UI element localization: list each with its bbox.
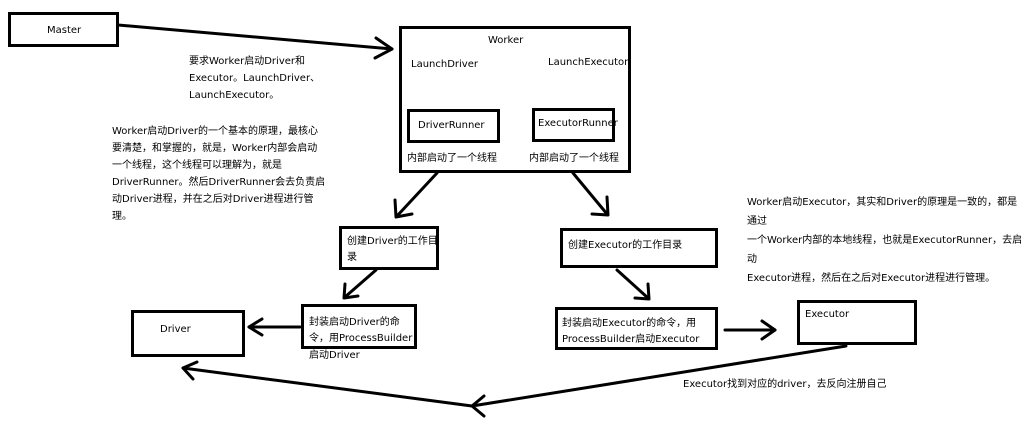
create-driver-dir-line: 录 bbox=[347, 252, 357, 263]
wrap-driver-cmd-box: 封装启动Driver的命 令，用ProcessBuilder bbox=[301, 304, 417, 349]
create-driver-dir-line: 创建Driver的工作目 bbox=[347, 236, 438, 247]
wrap-executor-cmd-line: ProcessBuilder启动Executor bbox=[562, 334, 700, 345]
executor-box: Executor bbox=[797, 300, 917, 345]
master-note: 要求Worker启动Driver和 Executor。LaunchDriver、… bbox=[189, 53, 320, 104]
master-note-line: Executor。LaunchDriver、 bbox=[189, 73, 321, 84]
arrow-driver-dir-to-cmd-head bbox=[342, 282, 360, 300]
master-note-line: LaunchExecutor。 bbox=[189, 90, 280, 101]
create-executor-dir-box: 创建Executor的工作目录 bbox=[560, 228, 718, 268]
driver-runner-box: DriverRunner bbox=[407, 109, 500, 143]
master-note-line: 要求Worker启动Driver和 bbox=[189, 56, 306, 67]
executor-note-line: 一个Worker内部的本地线程，也就是ExecutorRunner，去启动 bbox=[747, 235, 1023, 265]
driver-thread-note: 内部启动了一个线程 bbox=[407, 153, 497, 164]
worker-label: Worker bbox=[488, 35, 524, 46]
driver-note-line: 理。 bbox=[112, 211, 132, 222]
arrow-executor-dir-to-cmd-head bbox=[633, 282, 651, 301]
executor-note-line: Worker启动Executor，其实和Driver的原理是一致的，都是通过 bbox=[747, 197, 1018, 227]
create-driver-dir-box: 创建Driver的工作目 录 bbox=[339, 226, 439, 270]
arrow-driver-dir-to-cmd bbox=[343, 268, 378, 299]
arrow-worker-to-executor-dir-head bbox=[590, 195, 610, 217]
arrow-worker-to-executor-dir bbox=[571, 171, 609, 216]
driver-note-line: 动Driver进程，并在之后对Driver进程进行管 bbox=[112, 194, 314, 205]
arrow-executor-register-driver-head bbox=[181, 360, 199, 381]
driver-box: Driver bbox=[131, 310, 245, 357]
wrap-executor-cmd-box: 封装启动Executor的命令，用 ProcessBuilder启动Execut… bbox=[555, 307, 718, 350]
executor-thread-note: 内部启动了一个线程 bbox=[529, 153, 619, 164]
wrap-driver-cmd-line: 令，用ProcessBuilder bbox=[309, 333, 413, 344]
create-executor-dir-label: 创建Executor的工作目录 bbox=[568, 240, 683, 251]
worker-box: Worker LaunchDriver LaunchExecutor Drive… bbox=[399, 26, 631, 173]
arrow-worker-to-driver-dir bbox=[395, 171, 439, 218]
master-box: Master bbox=[8, 12, 119, 47]
arrow-register-mid-vertex bbox=[470, 394, 486, 418]
arrow-executor-register-driver bbox=[181, 344, 848, 408]
arrow-worker-to-driver-dir-head bbox=[393, 198, 414, 219]
launch-driver-label: LaunchDriver bbox=[411, 59, 478, 70]
driver-note-line: Worker启动Driver的一个基本的原理，最核心 bbox=[112, 126, 319, 137]
executor-principle-note: Worker启动Executor，其实和Driver的原理是一致的，都是通过 一… bbox=[747, 193, 1024, 288]
executor-label: Executor bbox=[805, 309, 850, 320]
driver-note-line: 一个线程，这个线程可以理解为，就是 bbox=[112, 160, 282, 171]
launch-executor-label: LaunchExecutor bbox=[548, 57, 629, 68]
driver-note-line: 要清楚，和掌握的，就是，Worker内部会启动 bbox=[112, 143, 318, 154]
driver-principle-note: Worker启动Driver的一个基本的原理，最核心 要清楚，和掌握的，就是，W… bbox=[112, 123, 325, 225]
arrow-executor-dir-to-cmd bbox=[615, 268, 650, 300]
executor-runner-label: ExecutorRunner bbox=[538, 118, 618, 129]
arrow-cmd-to-executor-head bbox=[760, 319, 777, 341]
master-label: Master bbox=[47, 25, 82, 36]
arrow-master-to-worker-head bbox=[373, 36, 394, 60]
executor-note-line: Executor进程，然后在之后对Executor进程进行管理。 bbox=[747, 273, 996, 284]
driver-note-line: DriverRunner。然后DriverRunner会去负责启 bbox=[112, 177, 326, 188]
wrap-driver-cmd-line: 封装启动Driver的命 bbox=[309, 317, 400, 328]
launch-driver-below-label: 启动Driver bbox=[309, 350, 360, 361]
register-note: Executor找到对应的driver，去反向注册自己 bbox=[683, 379, 887, 390]
driver-runner-label: DriverRunner bbox=[418, 120, 485, 131]
driver-label: Driver bbox=[160, 324, 191, 335]
arrow-cmd-to-driver-head bbox=[247, 317, 264, 337]
wrap-executor-cmd-line: 封装启动Executor的命令，用 bbox=[562, 318, 697, 329]
executor-runner-box: ExecutorRunner bbox=[532, 108, 618, 142]
arrow-master-to-worker bbox=[116, 23, 394, 51]
